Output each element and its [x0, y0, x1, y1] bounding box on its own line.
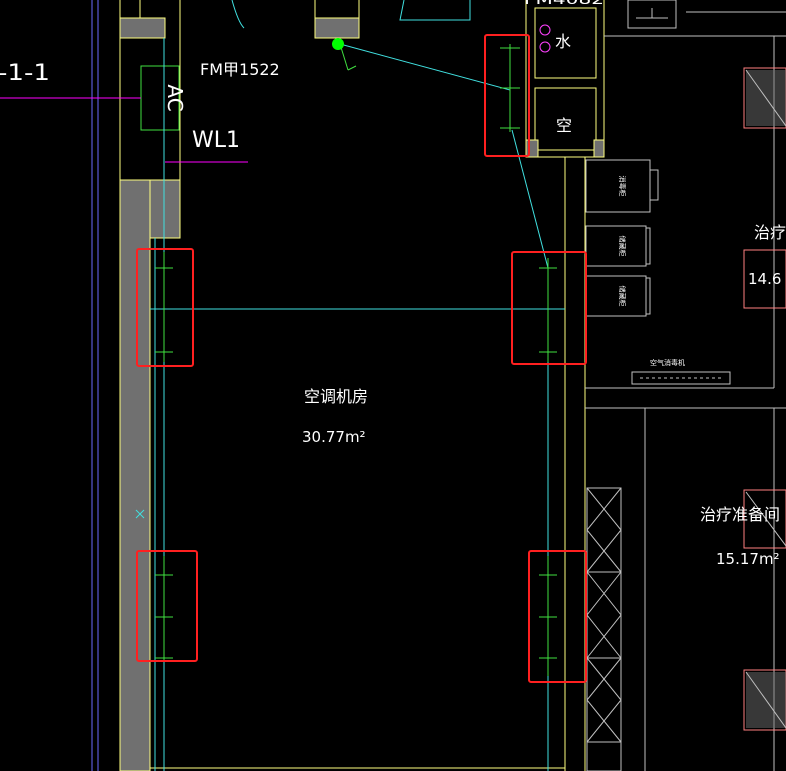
highlight-boxes: [136, 34, 587, 683]
pipe-riser-right-upper: [511, 251, 587, 365]
room-treatment-name: 治疗室: [754, 223, 786, 242]
equip-label-1: 消毒柜: [618, 176, 627, 197]
equip-label-3: 储藏柜: [618, 286, 627, 307]
pipe-junction-node: [332, 38, 344, 50]
left-wall: [119, 0, 181, 771]
pipe-riser-left-lower: [136, 550, 198, 662]
pipe-riser-left-upper: [136, 248, 194, 367]
room-hvac-name: 空调机房: [304, 387, 368, 406]
top-code-label: FM4082: [524, 0, 604, 8]
room-hvac-area: 30.77m²: [302, 428, 366, 446]
circuit-label: WL1: [192, 128, 240, 153]
top-door: [231, 0, 471, 39]
equip-label-4: 空气消毒机: [650, 358, 685, 367]
room-prep-area: 15.17m²: [716, 550, 780, 568]
pipe-riser-right-lower: [528, 550, 587, 683]
section-mark: -1-1: [0, 61, 50, 86]
fire-door-label: FM甲1522: [200, 60, 280, 79]
room-prep-name: 治疗准备间: [700, 505, 780, 524]
air-label: 空: [556, 116, 572, 135]
top-right-fixtures: [604, 0, 786, 37]
equip-label-2: 储藏柜: [618, 236, 627, 257]
pipe-riser-top: [484, 34, 530, 157]
water-label: 水: [555, 32, 571, 51]
right-edge-doors: [743, 67, 786, 731]
ac-tag-label: AC: [163, 84, 187, 111]
green-risers: [155, 43, 557, 676]
room-treatment-area: 14.6: [748, 270, 781, 288]
